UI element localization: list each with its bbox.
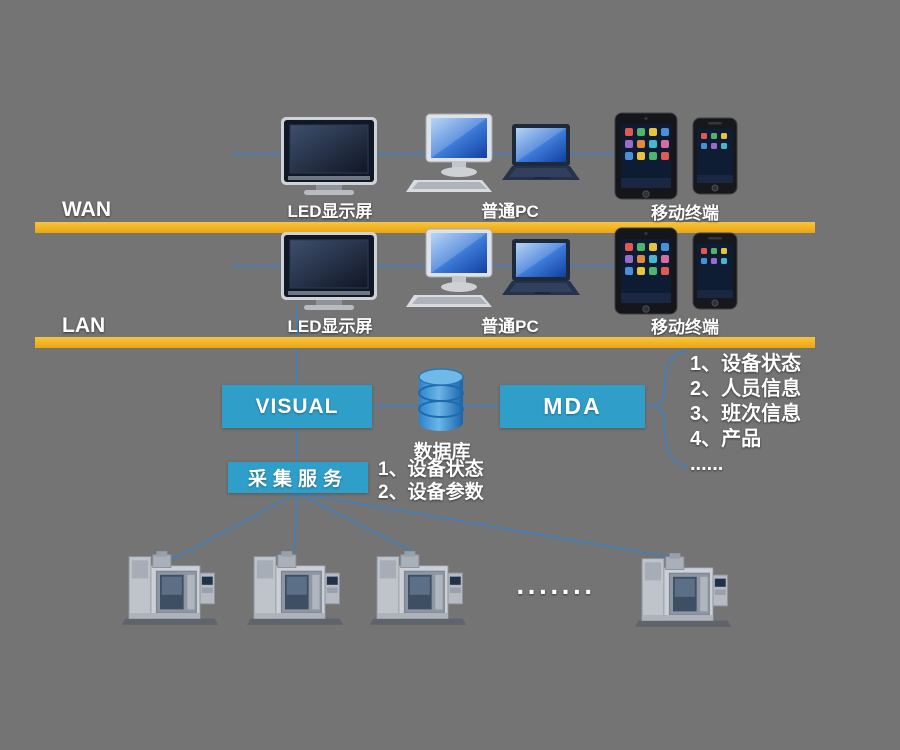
lan-label: LAN bbox=[62, 314, 106, 337]
brace-upper-arm bbox=[654, 349, 690, 407]
lan-mobile-label: 移动终端 bbox=[651, 318, 719, 337]
brace-lower-arm bbox=[654, 405, 690, 469]
lan-pc-label: 普通PC bbox=[481, 317, 539, 336]
lan-phone-icon bbox=[692, 232, 738, 310]
lan-laptop-icon bbox=[498, 237, 583, 307]
lan-led-display-label: LED显示屏 bbox=[287, 317, 373, 336]
wan-led-display-icon bbox=[280, 116, 378, 196]
cnc-machine-2 bbox=[245, 548, 345, 628]
collector-info-item-1: 1、设备状态 bbox=[378, 459, 484, 480]
cnc-machine-3 bbox=[368, 548, 468, 628]
wan-label: WAN bbox=[62, 198, 111, 221]
cnc-machine-1 bbox=[120, 548, 220, 628]
mda-info-item-2: 2、人员信息 bbox=[690, 378, 802, 400]
lan-bus-bar bbox=[35, 337, 815, 348]
wan-tablet-icon bbox=[614, 112, 678, 200]
collector-info-item-2: 2、设备参数 bbox=[378, 482, 484, 503]
database-icon bbox=[415, 367, 467, 433]
wan-desktop-pc-icon bbox=[404, 112, 509, 197]
lan-tablet-icon bbox=[614, 227, 678, 315]
mda-box: MDA bbox=[500, 385, 645, 428]
visual-box: VISUAL bbox=[222, 385, 372, 428]
ellipsis-dots: ······· bbox=[516, 576, 596, 607]
mda-info-item-1: 1、设备状态 bbox=[690, 353, 802, 375]
wan-led-display-label: LED显示屏 bbox=[287, 202, 373, 221]
cnc-machine-4 bbox=[633, 550, 733, 630]
wan-laptop-icon bbox=[498, 122, 583, 192]
mda-info-item-5: ...... bbox=[690, 453, 724, 475]
wan-phone-icon bbox=[692, 117, 738, 195]
mda-info-list: 1、设备状态 2、人员信息 3、班次信息 4、产品 ...... bbox=[690, 352, 801, 477]
lan-led-display-icon bbox=[280, 231, 378, 311]
wan-bus-bar bbox=[35, 222, 815, 233]
lan-desktop-pc-icon bbox=[404, 227, 509, 312]
database-label: 数据库 bbox=[413, 442, 471, 463]
mda-info-item-4: 4、产品 bbox=[690, 428, 762, 450]
wan-mobile-label: 移动终端 bbox=[651, 204, 719, 223]
wan-pc-label: 普通PC bbox=[481, 202, 539, 221]
collector-info-list: 1、设备状态 2、设备参数 bbox=[378, 458, 484, 504]
mda-info-item-3: 3、班次信息 bbox=[690, 403, 802, 425]
collector-box: 采集服务 bbox=[228, 462, 368, 493]
